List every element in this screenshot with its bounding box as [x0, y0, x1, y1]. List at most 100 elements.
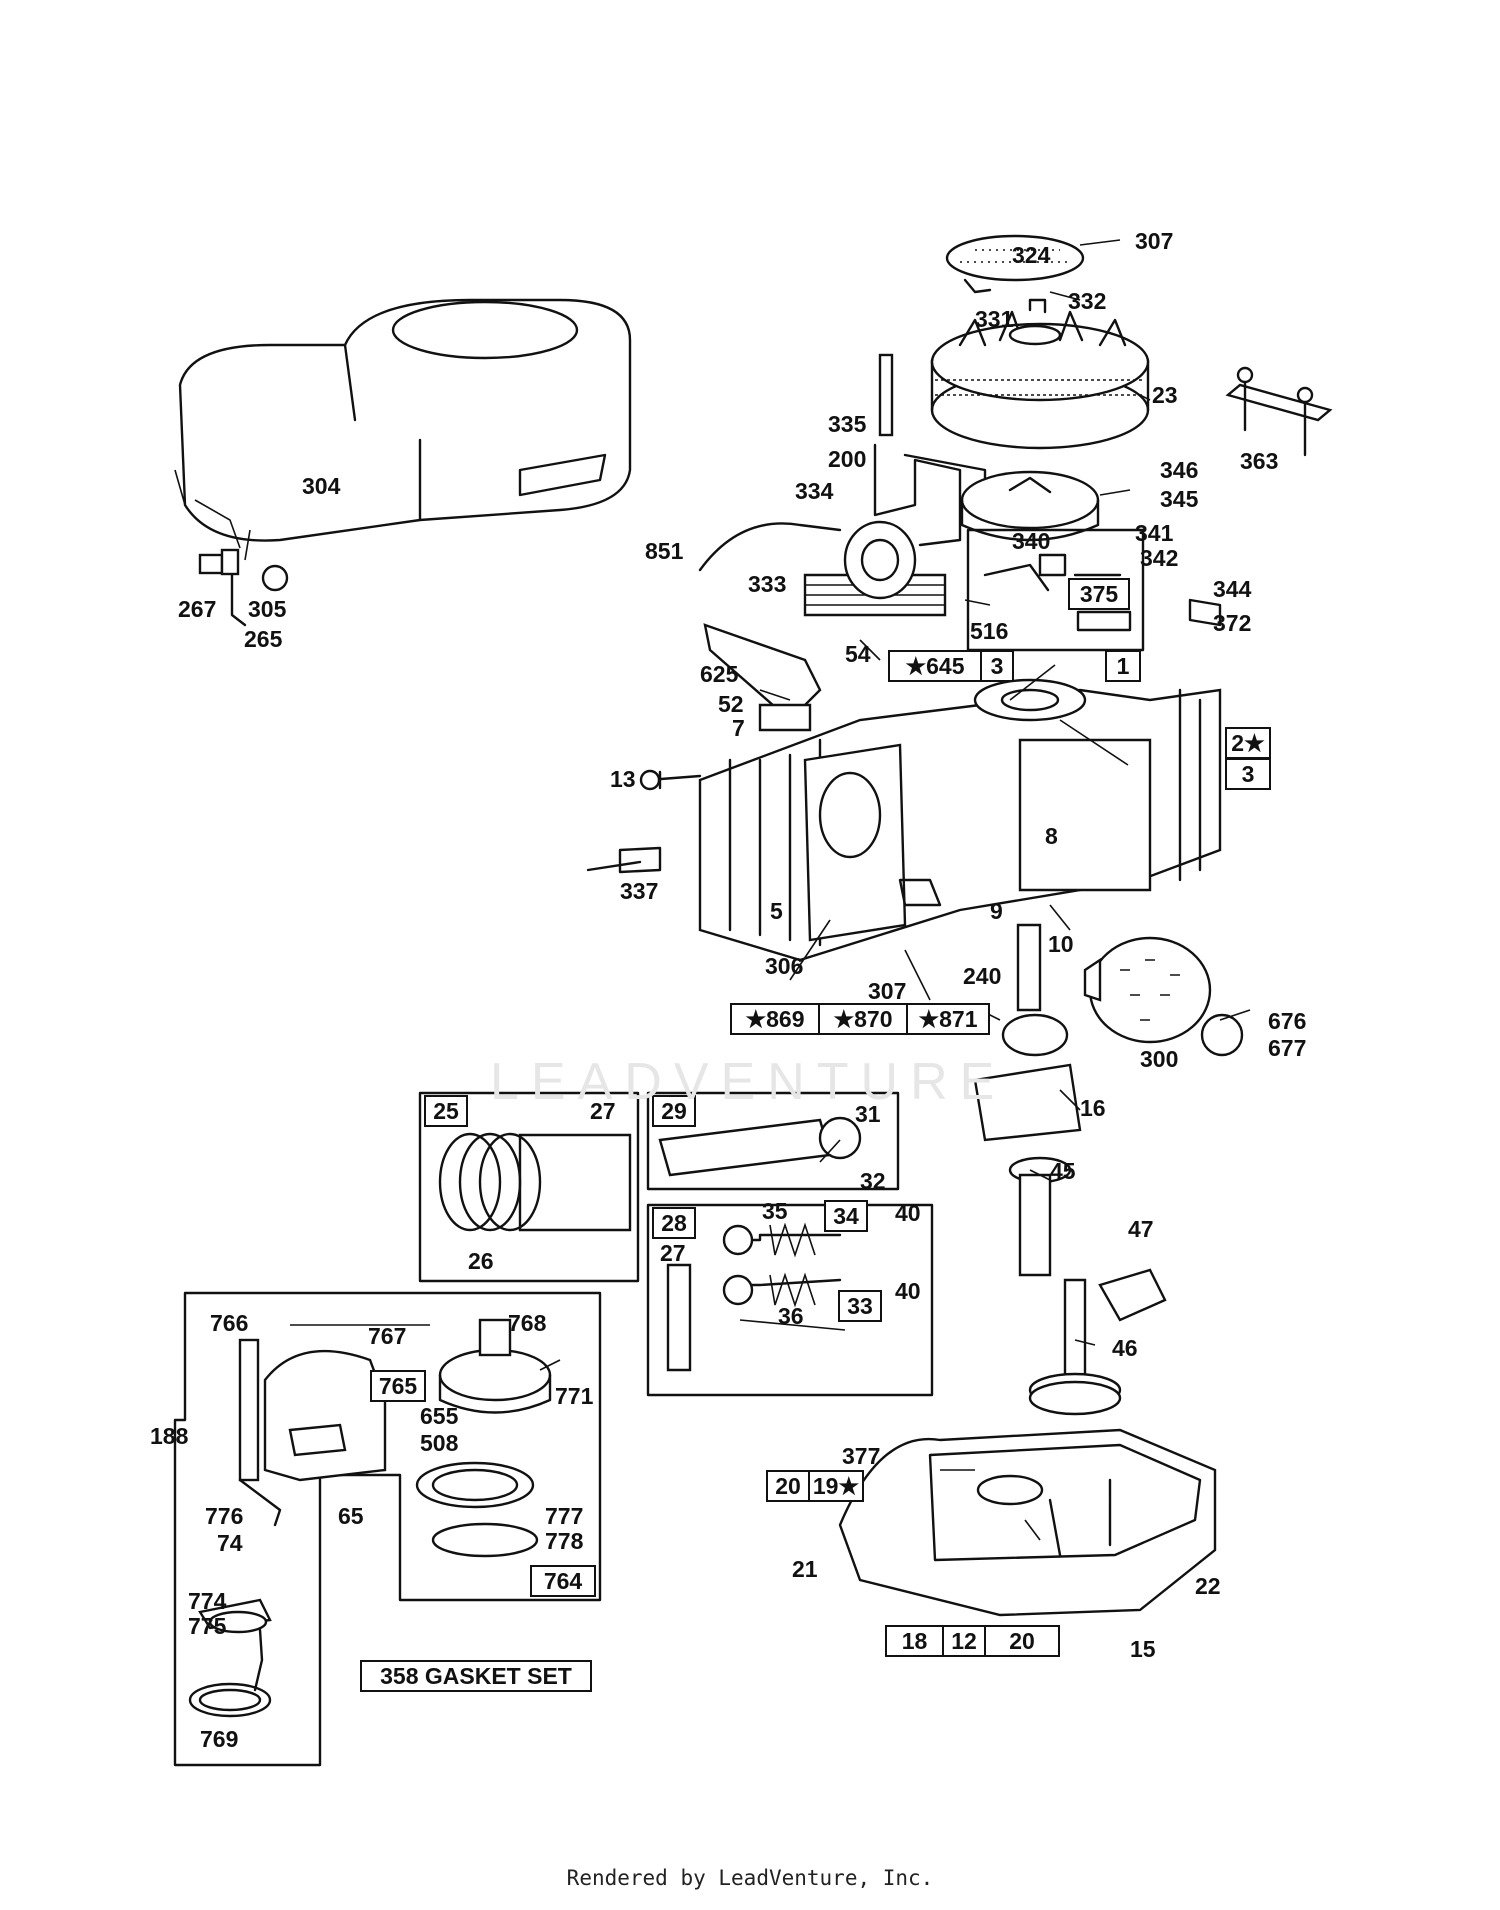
- part-label-8: 8: [1045, 823, 1058, 849]
- boxed-label-12: 12: [942, 1625, 986, 1657]
- part-label-65: 65: [338, 1503, 364, 1529]
- part-label-7: 7: [732, 715, 745, 741]
- wire-clip-drawing: [198, 548, 289, 627]
- part-label-851: 851: [645, 538, 684, 564]
- boxed-label-871: ★871: [906, 1003, 990, 1035]
- pulley-drawing: [438, 1318, 552, 1414]
- part-label-307-top: 307: [1135, 228, 1174, 254]
- part-label-32: 32: [860, 1168, 886, 1194]
- part-label-23: 23: [1152, 382, 1178, 408]
- blower-housing-drawing: [174, 298, 632, 549]
- part-label-21: 21: [792, 1556, 818, 1582]
- boxed-label-375: 375: [1068, 578, 1130, 610]
- part-label-344: 344: [1213, 576, 1252, 602]
- boxed-label-870: ★870: [818, 1003, 908, 1035]
- boxed-label-28: 28: [652, 1207, 696, 1239]
- part-label-16: 16: [1080, 1095, 1106, 1121]
- watermark: LEADVENTURE: [490, 1053, 1007, 1111]
- part-label-45: 45: [1050, 1158, 1076, 1184]
- part-label-769: 769: [200, 1726, 239, 1752]
- part-label-267: 267: [178, 596, 217, 622]
- part-label-331: 331: [975, 306, 1014, 332]
- part-label-5: 5: [770, 898, 783, 924]
- part-label-508: 508: [420, 1430, 459, 1456]
- part-label-40-bottom: 40: [895, 1278, 921, 1304]
- part-label-46: 46: [1112, 1335, 1138, 1361]
- boxed-label-18: 18: [885, 1625, 944, 1657]
- part-label-778: 778: [545, 1528, 584, 1554]
- part-label-27-ring: 27: [590, 1098, 616, 1124]
- crankshaft-drawing: [973, 923, 1082, 1277]
- part-label-340: 340: [1012, 528, 1051, 554]
- boxed-label-645: ★645: [888, 650, 982, 682]
- part-label-47: 47: [1128, 1216, 1154, 1242]
- part-label-341: 341: [1135, 520, 1174, 546]
- boxed-label-1: 1: [1105, 650, 1141, 682]
- part-label-9: 9: [990, 898, 1003, 924]
- part-label-771: 771: [555, 1383, 594, 1409]
- part-label-10: 10: [1048, 931, 1074, 957]
- part-label-625: 625: [700, 661, 739, 687]
- part-label-304: 304: [302, 473, 341, 499]
- part-label-335: 335: [828, 411, 867, 437]
- part-label-265: 265: [244, 626, 283, 652]
- part-label-516: 516: [970, 618, 1009, 644]
- part-label-307-lower: 307: [868, 978, 907, 1004]
- boxed-label-869: ★869: [730, 1003, 820, 1035]
- rotating-screen-drawing: [945, 234, 1085, 294]
- part-label-372: 372: [1213, 610, 1252, 636]
- part-label-677: 677: [1268, 1035, 1307, 1061]
- part-label-54: 54: [845, 641, 871, 667]
- boxed-label-34: 34: [824, 1200, 868, 1232]
- part-label-305: 305: [248, 596, 287, 622]
- boxed-label-19: 19★: [808, 1470, 864, 1502]
- cylinder-block-drawing: 8: [698, 678, 1222, 962]
- part-label-300: 300: [1140, 1046, 1179, 1072]
- part-label-332: 332: [1068, 288, 1107, 314]
- part-label-188: 188: [150, 1423, 189, 1449]
- part-label-767: 767: [368, 1323, 407, 1349]
- part-label-31: 31: [855, 1101, 881, 1127]
- part-label-74: 74: [217, 1530, 243, 1556]
- mounting-bracket-drawing: [1225, 366, 1333, 457]
- part-label-333: 333: [748, 571, 787, 597]
- part-label-306: 306: [765, 953, 804, 979]
- part-label-35: 35: [762, 1198, 788, 1224]
- part-label-342: 342: [1140, 545, 1179, 571]
- part-label-345: 345: [1160, 486, 1199, 512]
- armature-drawing: [698, 520, 947, 617]
- piston-drawing: [438, 1132, 632, 1232]
- boxed-label-3-side: 3: [1225, 758, 1271, 790]
- part-label-777: 777: [545, 1503, 584, 1529]
- air-intake-drawing: [703, 623, 822, 732]
- part-label-768: 768: [508, 1310, 547, 1336]
- boxed-label-25: 25: [424, 1095, 468, 1127]
- part-label-766: 766: [210, 1310, 249, 1336]
- boxed-label-29: 29: [652, 1095, 696, 1127]
- part-label-346: 346: [1160, 457, 1199, 483]
- part-label-776: 776: [205, 1503, 244, 1529]
- boxed-label-2: 2★: [1225, 727, 1271, 759]
- flywheel-drawing: [930, 298, 1150, 450]
- part-label-337: 337: [620, 878, 659, 904]
- part-label-52: 52: [718, 691, 744, 717]
- starter-housing-drawing: [238, 1338, 387, 1527]
- boxed-label-33: 33: [838, 1290, 882, 1322]
- part-label-27-lock: 27: [660, 1240, 686, 1266]
- boxed-label-765: 765: [370, 1370, 426, 1402]
- part-label-774: 774: [188, 1588, 227, 1614]
- part-label-26: 26: [468, 1248, 494, 1274]
- part-label-40-top: 40: [895, 1200, 921, 1226]
- boxed-label-764: 764: [530, 1565, 596, 1597]
- part-label-22: 22: [1195, 1573, 1221, 1599]
- muffler-drawing: [1083, 936, 1244, 1057]
- gasket-set-label: 358 GASKET SET: [360, 1660, 592, 1692]
- part-label-334: 334: [795, 478, 834, 504]
- boxed-label-20-bottom: 20: [984, 1625, 1060, 1657]
- part-label-13: 13: [610, 766, 636, 792]
- part-label-36: 36: [778, 1303, 804, 1329]
- part-label-240: 240: [963, 963, 1002, 989]
- part-label-377: 377: [842, 1443, 881, 1469]
- part-label-676: 676: [1268, 1008, 1307, 1034]
